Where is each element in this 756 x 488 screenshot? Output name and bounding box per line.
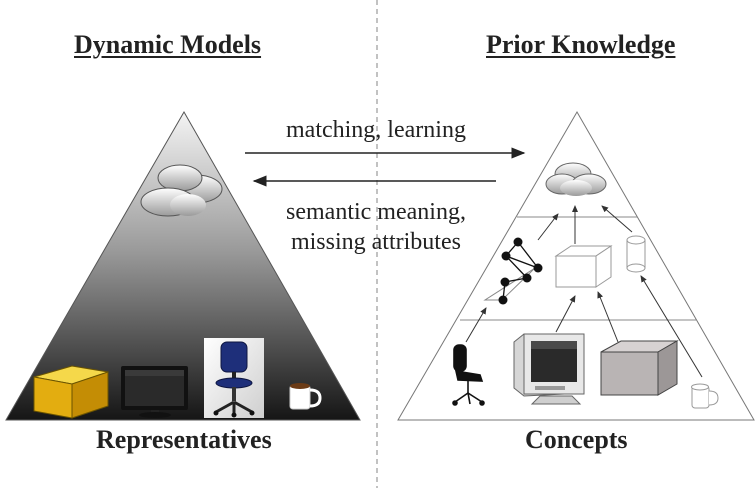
crt-monitor-icon [513,333,585,405]
left-pyramid [5,110,361,421]
wireframe-box-icon [554,245,613,288]
monitor-icon [121,366,188,418]
box-icon [33,365,109,419]
chair-icon [452,344,485,406]
heading-dynamic-models: Dynamic Models [74,30,262,59]
caption-concepts: Concepts [525,425,628,454]
forward-arrow-label: matching, learning [286,117,466,143]
cylinder-icon [626,235,646,273]
mug-icon [289,383,322,410]
box-icon [600,340,679,396]
graph-icon [483,237,543,305]
cloud-icon [140,164,223,217]
backward-arrow-label-line2: missing attributes [290,229,461,255]
hierarchy-arrows [465,205,703,378]
heading-prior-knowledge: Prior Knowledge [486,30,676,59]
cloud-icon [545,162,607,196]
caption-representatives: Representatives [96,425,272,454]
backward-arrow-label: semantic meaning, missing attributes [286,197,466,257]
office-chair-icon [204,338,264,418]
backward-arrow-label-line1: semantic meaning, [286,199,466,225]
mug-icon [691,383,719,409]
